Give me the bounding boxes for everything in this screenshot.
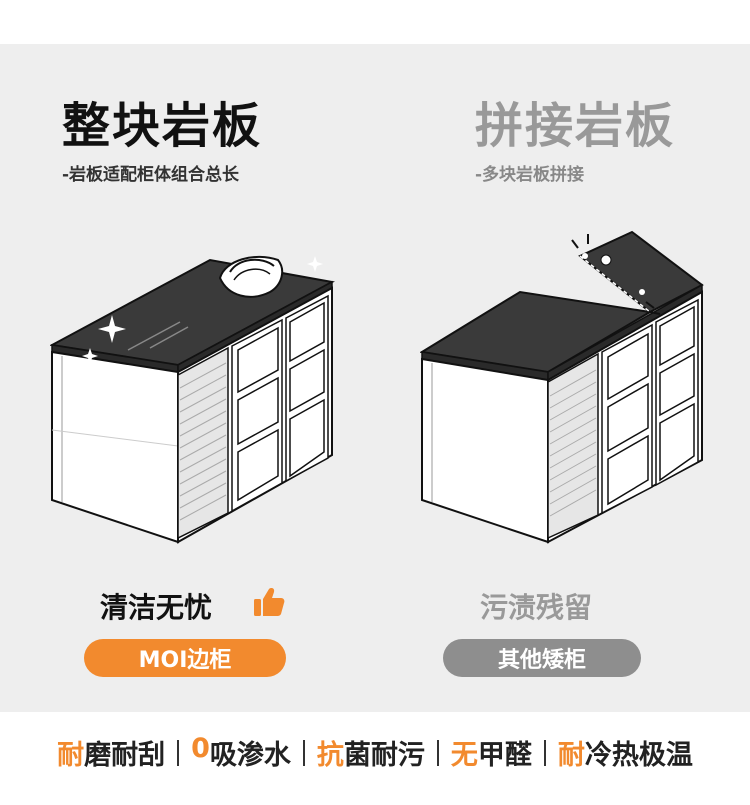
feature-item: 抗菌耐污 [317,733,425,772]
feature-highlight: 无 [450,740,478,771]
feature-text: 磨耐刮 [84,740,166,771]
right-caption: 污渍残留 [480,591,593,624]
feature-separator [436,739,439,766]
thumbs-up-icon [254,588,285,616]
feature-text: 冷热极温 [584,740,693,771]
feature-highlight: 耐 [557,740,585,771]
left-caption: 清洁无忧 [100,591,213,624]
moi-sideboard-badge: MOI边柜 [84,639,286,677]
top-band [0,0,750,44]
feature-separator [177,739,180,766]
right-title: 拼接岩板 [475,98,676,154]
feature-highlight: 抗 [316,740,344,771]
feature-separator [302,739,305,766]
feature-item: 耐冷热极温 [558,733,693,772]
feature-separator [543,739,546,766]
feature-text: 甲醛 [477,740,532,771]
sideboard-single-slab-illustration [50,255,335,544]
right-subtitle: -多块岩板拼接 [475,165,585,185]
other-cabinet-badge: 其他矮柜 [443,639,641,677]
feature-item: 无甲醛 [451,733,532,772]
feature-text: 吸渗水 [209,740,291,771]
sideboard-spliced-slab-illustration [420,230,704,544]
features-bar [0,712,750,805]
feature-highlight: 0 [191,733,210,764]
feature-highlight: 耐 [57,740,85,771]
left-title: 整块岩板 [62,98,263,154]
feature-item: 耐磨耐刮 [57,733,165,772]
left-subtitle: -岩板适配柜体组合总长 [62,165,240,185]
feature-text: 菌耐污 [343,740,425,771]
